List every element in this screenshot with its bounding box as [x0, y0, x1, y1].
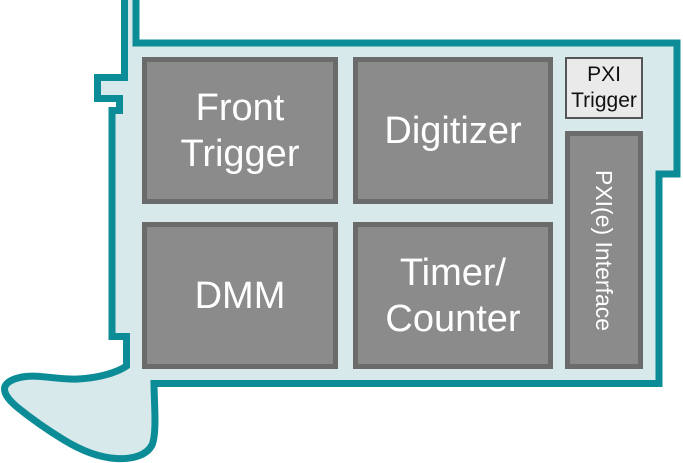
pxi-trigger-label: PXI Trigger: [571, 63, 637, 112]
pxie-interface-block: PXI(e) Interface: [565, 131, 643, 369]
front-trigger-label: Front Trigger: [180, 86, 300, 175]
digitizer-block: Digitizer: [353, 57, 553, 204]
timer-counter-label: Timer/ Counter: [385, 251, 521, 340]
front-trigger-block: Front Trigger: [142, 57, 338, 204]
dmm-label: DMM: [194, 274, 286, 317]
pxie-interface-label: PXI(e) Interface: [591, 169, 618, 331]
digitizer-label: Digitizer: [384, 109, 522, 152]
pxi-trigger-block: PXI Trigger: [565, 57, 643, 119]
timer-counter-block: Timer/ Counter: [353, 222, 553, 369]
dmm-block: DMM: [142, 222, 338, 369]
